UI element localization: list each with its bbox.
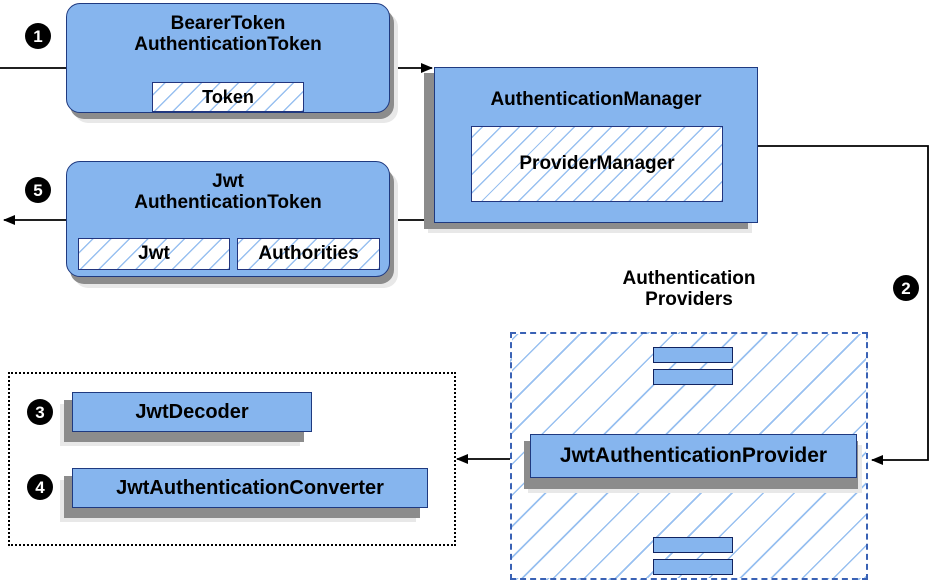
step-marker-4: 4 [27, 474, 53, 500]
jwt-support-components-region [8, 372, 456, 546]
step-marker-3: 3 [27, 399, 53, 425]
step-marker-4-number: 4 [35, 477, 45, 497]
jwt-decoder-box[interactable]: JwtDecoder [72, 392, 312, 432]
jwt-authentication-token-box[interactable]: Jwt AuthenticationToken Jwt Authorities [66, 161, 390, 277]
jwt-label: Jwt [138, 243, 170, 264]
step-marker-1: 1 [25, 23, 51, 49]
step-marker-3-number: 3 [35, 402, 45, 422]
provider-manager-inner-box: ProviderManager [471, 126, 723, 202]
provider-stub-bottom-lower [653, 559, 733, 575]
bearer-token-title: BearerToken AuthenticationToken [134, 13, 322, 56]
step-marker-2-number: 2 [901, 278, 911, 298]
provider-stub-bottom-upper [653, 537, 733, 553]
provider-manager-label: ProviderManager [519, 153, 675, 174]
jwt-authentication-token-title: Jwt AuthenticationToken [134, 171, 322, 214]
authentication-providers-label: Authentication Providers [622, 268, 756, 311]
jwt-authentication-converter-box[interactable]: JwtAuthenticationConverter [72, 468, 428, 508]
jwt-decoder-label: JwtDecoder [135, 400, 249, 423]
step-marker-2: 2 [893, 275, 919, 301]
step-marker-5-number: 5 [33, 180, 43, 200]
jwt-inner-authorities-box: Authorities [237, 238, 380, 270]
jwt-inner-jwt-box: Jwt [78, 238, 230, 270]
provider-stub-top-upper [653, 347, 733, 363]
authorities-label: Authorities [258, 243, 359, 264]
bearer-token-authentication-token-box[interactable]: BearerToken AuthenticationToken Token [66, 3, 390, 113]
authentication-manager-box[interactable]: AuthenticationManager ProviderManager [434, 67, 758, 223]
jwt-authentication-converter-label: JwtAuthenticationConverter [116, 476, 384, 499]
authentication-manager-title: AuthenticationManager [490, 89, 702, 110]
jwt-authentication-provider-box[interactable]: JwtAuthenticationProvider [530, 434, 857, 478]
token-label: Token [202, 86, 254, 107]
provider-stub-top-lower [653, 369, 733, 385]
step-marker-1-number: 1 [33, 26, 43, 46]
step-marker-5: 5 [25, 177, 51, 203]
bearer-token-inner-token-box: Token [152, 82, 304, 112]
jwt-authentication-provider-label: JwtAuthenticationProvider [559, 444, 828, 467]
